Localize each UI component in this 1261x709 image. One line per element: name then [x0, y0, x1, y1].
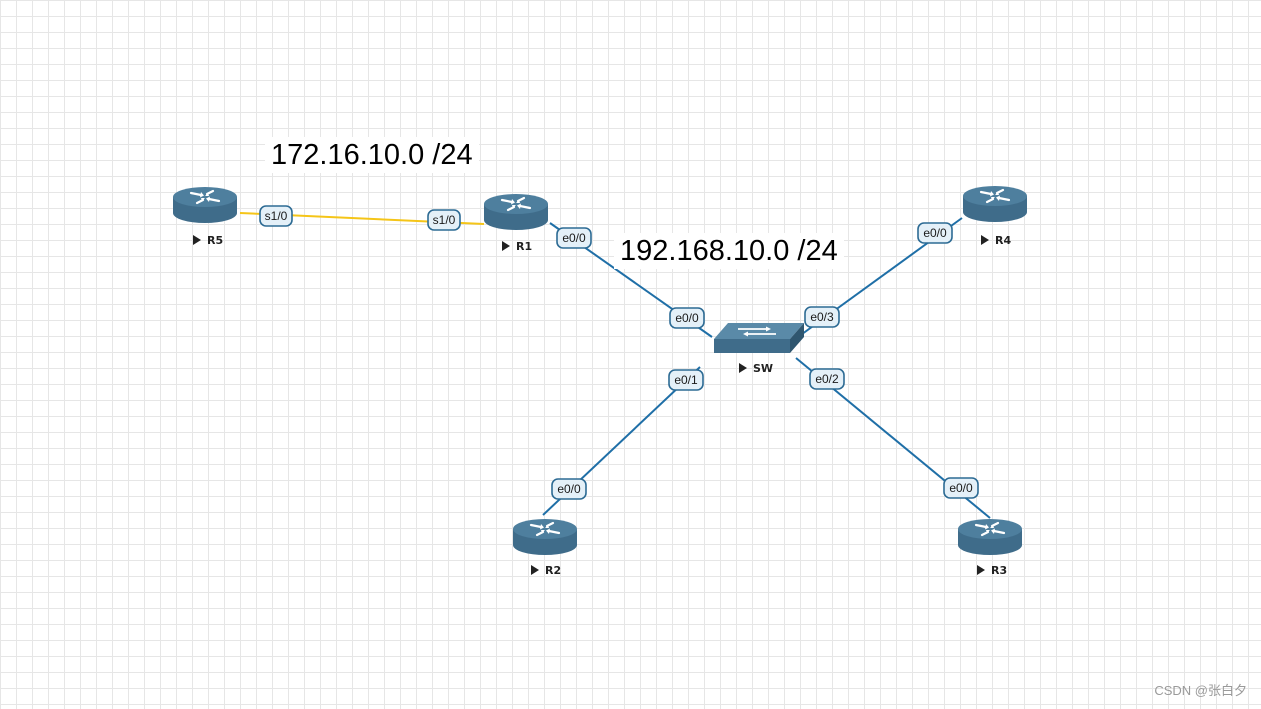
- port-sw-e0-2: e0/2: [809, 368, 845, 390]
- device-label: R2: [545, 564, 561, 577]
- play-icon: [193, 235, 201, 245]
- port-r4-e0-0: e0/0: [917, 222, 953, 244]
- device-label: R5: [207, 234, 223, 247]
- port-label: e0/1: [674, 373, 698, 387]
- port-label: e0/0: [562, 231, 586, 245]
- router-icon: [171, 185, 239, 225]
- router-r1[interactable]: R1: [482, 192, 550, 253]
- port-label: e0/2: [815, 372, 839, 386]
- device-label: R4: [995, 234, 1011, 247]
- switch-sw[interactable]: SW: [713, 322, 805, 375]
- router-r4[interactable]: R4: [961, 184, 1029, 247]
- port-label: e0/0: [675, 311, 699, 325]
- lan-network-label: 192.168.10.0 /24: [614, 233, 844, 269]
- port-r2-e0-0: e0/0: [551, 478, 587, 500]
- port-label: e0/0: [923, 226, 947, 240]
- router-icon: [961, 184, 1029, 224]
- port-r1-s1-0: s1/0: [427, 209, 461, 231]
- port-r3-e0-0: e0/0: [943, 477, 979, 499]
- play-icon: [981, 235, 989, 245]
- switch-icon: [713, 322, 805, 354]
- router-r5[interactable]: R5: [171, 185, 239, 247]
- watermark: CSDN @张白夕: [1154, 683, 1247, 698]
- device-label: R1: [516, 240, 532, 253]
- play-icon: [739, 363, 747, 373]
- router-r3[interactable]: R3: [956, 517, 1024, 577]
- port-sw-e0-1: e0/1: [668, 369, 704, 391]
- router-icon: [482, 192, 550, 232]
- port-label: e0/0: [557, 482, 581, 496]
- port-label: e0/0: [949, 481, 973, 495]
- serial-network-label: 172.16.10.0 /24: [265, 137, 479, 173]
- port-label: e0/3: [810, 310, 834, 324]
- device-label: R3: [991, 564, 1007, 577]
- router-icon: [511, 517, 579, 557]
- router-r2[interactable]: R2: [511, 517, 579, 577]
- port-sw-e0-3: e0/3: [804, 306, 840, 328]
- port-label: s1/0: [433, 213, 456, 227]
- router-icon: [956, 517, 1024, 557]
- play-icon: [977, 565, 985, 575]
- port-label: s1/0: [265, 209, 288, 223]
- play-icon: [531, 565, 539, 575]
- device-label: SW: [753, 362, 773, 375]
- play-icon: [502, 241, 510, 251]
- port-sw-e0-0: e0/0: [669, 307, 705, 329]
- port-r1-e0-0: e0/0: [556, 227, 592, 249]
- port-r5-s1-0: s1/0: [259, 205, 293, 227]
